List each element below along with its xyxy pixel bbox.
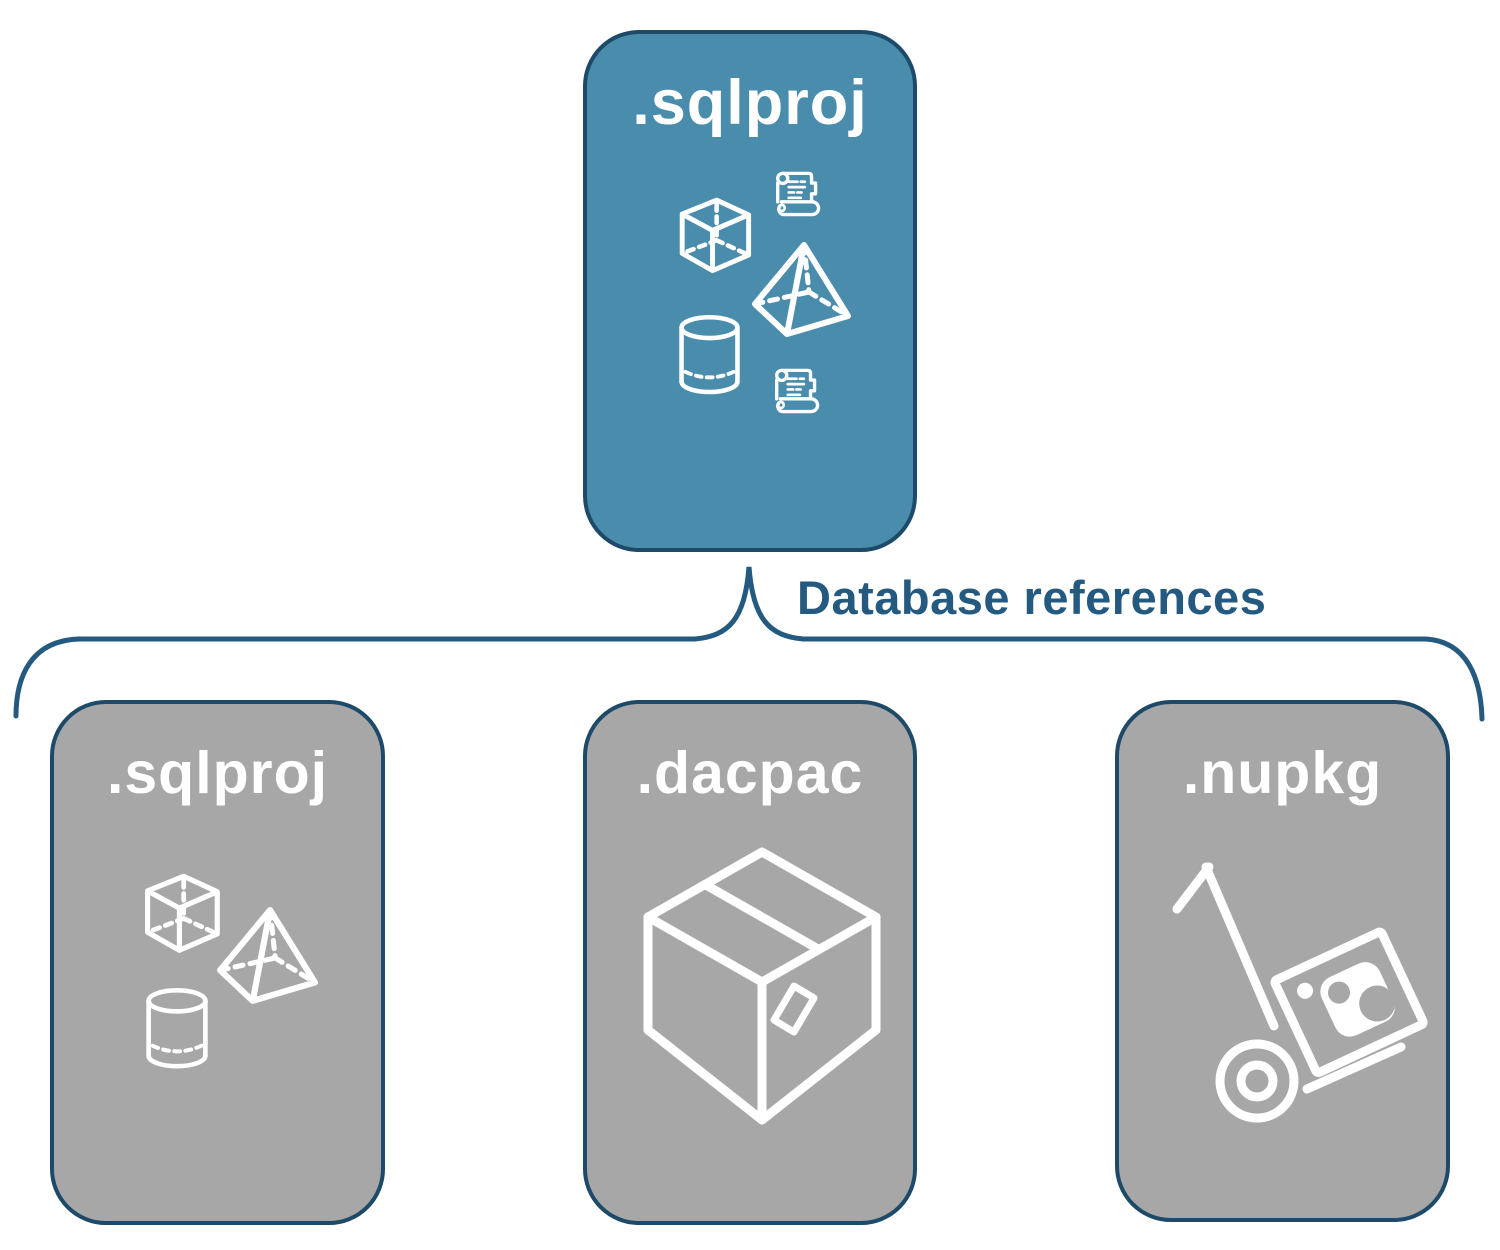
cube-icon [682, 200, 748, 271]
child-card-label: .sqlproj [106, 740, 329, 806]
hand-truck-rail [1201, 862, 1279, 1031]
root-card-label: .sqlproj [632, 68, 868, 138]
child-card-sqlproj: .sqlproj [50, 700, 385, 1225]
sql-objects-icon [134, 844, 324, 1074]
pyramid-icon [220, 910, 315, 1001]
sql-objects-with-scripts-icon [667, 171, 857, 414]
child-card-nupkg: .nupkg [1115, 700, 1450, 1222]
root-card-sqlproj: .sqlproj [583, 30, 917, 552]
nuget-package [1270, 927, 1428, 1077]
child-card-label: .nupkg [1182, 740, 1383, 806]
hand-truck-handle [1172, 862, 1214, 914]
hand-truck-toe-plate [1302, 1042, 1406, 1094]
child-card-dacpac: .dacpac [583, 700, 917, 1225]
pyramid-icon [755, 245, 848, 334]
connector-label: Database references [797, 571, 1267, 624]
cube-icon [148, 876, 218, 950]
hand-truck-nuget-icon [1172, 862, 1428, 1123]
script-scroll-icon [775, 368, 820, 414]
script-scroll-icon [776, 171, 821, 217]
cylinder-icon [149, 990, 206, 1066]
child-card-label: .dacpac [636, 740, 864, 806]
hand-truck-wheel [1215, 1039, 1299, 1123]
package-box-icon [643, 847, 881, 1125]
cylinder-icon [682, 317, 738, 392]
